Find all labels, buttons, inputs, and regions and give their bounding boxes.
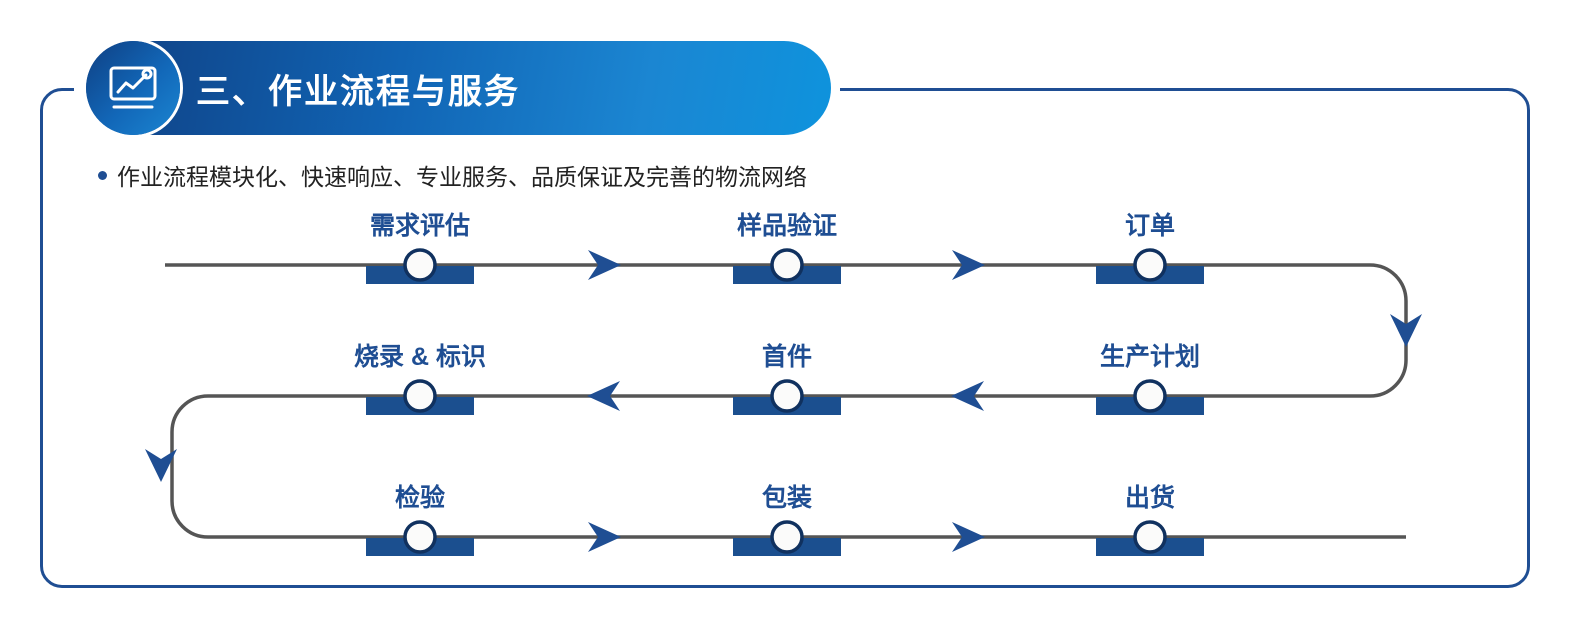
chart-monitor-icon bbox=[86, 41, 180, 135]
bullet-dot-icon bbox=[98, 170, 107, 180]
section-header-pill: 三、作业流程与服务 bbox=[86, 41, 831, 135]
node-label: 包装 bbox=[762, 483, 812, 512]
node-label: 出货 bbox=[1125, 483, 1175, 512]
node-marker[interactable] bbox=[770, 520, 804, 554]
node-label: 烧录 & 标识 bbox=[354, 343, 486, 371]
node-label: 生产计划 bbox=[1100, 343, 1200, 371]
page-title: 三、作业流程与服务 bbox=[196, 72, 520, 111]
flow-arrow-left-r2-2 bbox=[951, 381, 984, 411]
flow-arrow-right-r1-2 bbox=[952, 250, 985, 280]
flow-arrow-down-left-2 bbox=[145, 449, 177, 482]
node-marker[interactable] bbox=[403, 248, 437, 282]
flow-arrow-right-r3-1 bbox=[588, 522, 621, 552]
flow-arrow-right-r3-2 bbox=[952, 522, 985, 552]
node-marker[interactable] bbox=[770, 379, 804, 413]
node-marker[interactable] bbox=[1133, 248, 1167, 282]
node-label: 需求评估 bbox=[370, 212, 470, 240]
node-marker[interactable] bbox=[403, 379, 437, 413]
bullet-item: 作业流程模块化、快速响应、专业服务、品质保证及完善的物流网络 bbox=[98, 158, 807, 192]
node-marker[interactable] bbox=[1133, 520, 1167, 554]
node-label: 检验 bbox=[395, 483, 445, 512]
flow-arrow-down-right-1 bbox=[1390, 314, 1422, 347]
flow-arrow-right-r1-1 bbox=[588, 250, 621, 280]
flow-arrows-group bbox=[145, 250, 1422, 552]
node-marker[interactable] bbox=[770, 248, 804, 282]
flow-arrow-left-r2-1 bbox=[587, 381, 620, 411]
node-label: 订单 bbox=[1125, 212, 1175, 240]
node-label: 首件 bbox=[762, 342, 812, 371]
node-label: 样品验证 bbox=[737, 211, 837, 240]
node-marker[interactable] bbox=[403, 520, 437, 554]
node-marker[interactable] bbox=[1133, 379, 1167, 413]
bullet-text: 作业流程模块化、快速响应、专业服务、品质保证及完善的物流网络 bbox=[117, 164, 807, 190]
